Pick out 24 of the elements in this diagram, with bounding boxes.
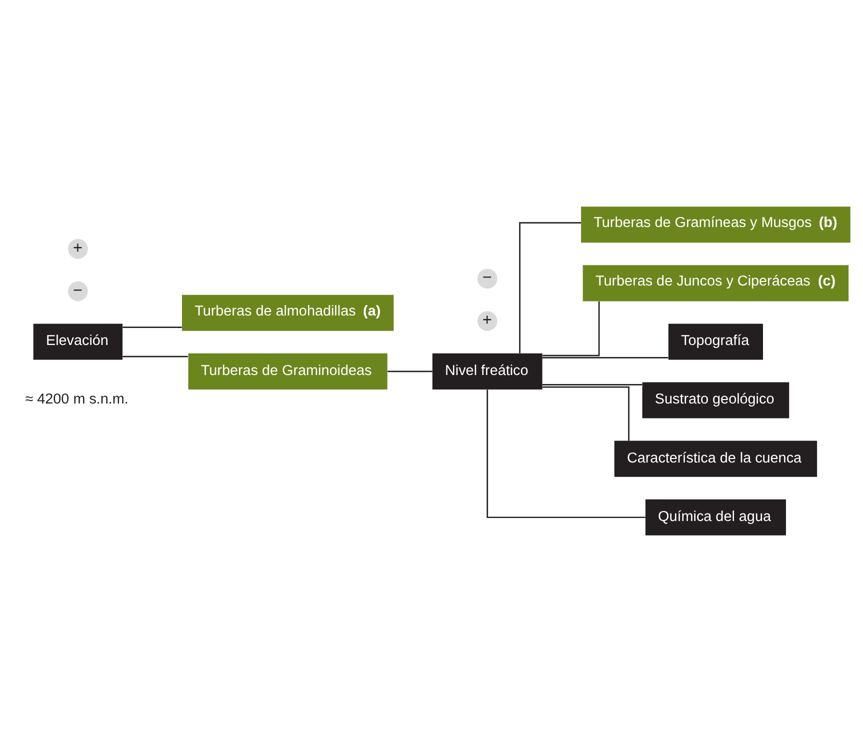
node-box: Sustrato geológico [642, 382, 790, 418]
node-box: Elevación [33, 324, 123, 360]
connector [122, 356, 188, 358]
connector [122, 326, 182, 328]
label: + [72, 238, 82, 257]
node-box: Turberas de Juncos y Ciperáceas (c) [582, 265, 849, 302]
connector [542, 301, 600, 356]
label: − [482, 268, 492, 287]
node-label: ≈ 4200 m s.n.m. [25, 392, 128, 408]
node-box: Química del agua [645, 499, 786, 536]
connector [519, 222, 581, 354]
label: − [72, 281, 82, 300]
node-box: Turberas de almohadillas (a) [182, 294, 394, 331]
connector [542, 384, 642, 386]
connector [542, 386, 630, 441]
connector [486, 390, 646, 518]
node-box: Turberas de Gramíneas y Musgos (b) [581, 206, 850, 243]
node-box: Característica de la cuenca [614, 440, 818, 477]
connector [542, 356, 668, 358]
node-box: Turberas de Graminoideas [188, 353, 388, 390]
node-box: Topografía [668, 324, 763, 360]
connector [388, 370, 432, 372]
node-box: Nivel freático [432, 353, 542, 390]
label: + [482, 310, 492, 329]
